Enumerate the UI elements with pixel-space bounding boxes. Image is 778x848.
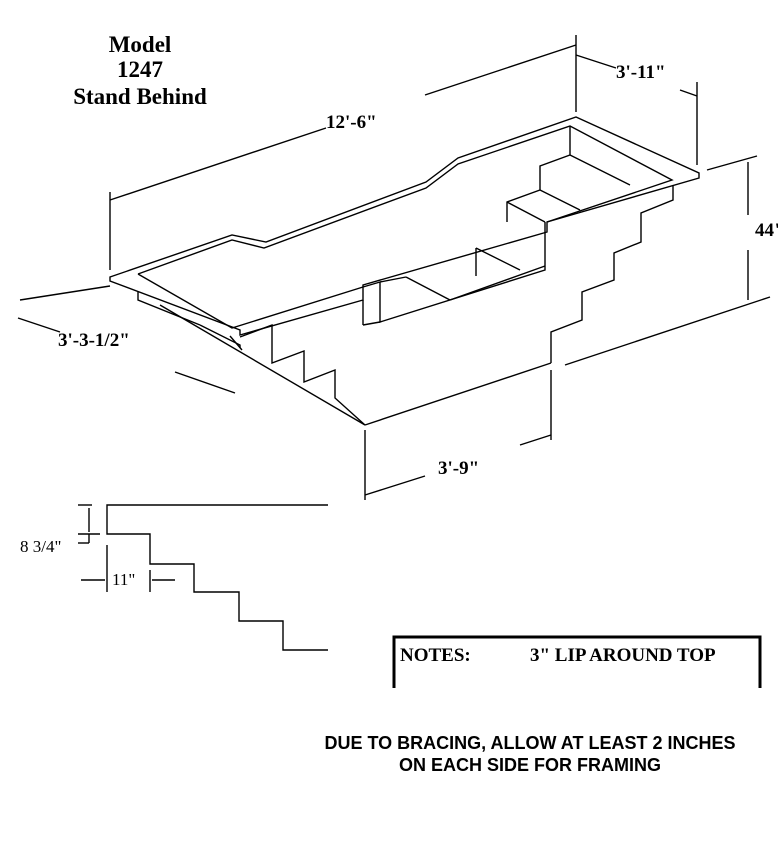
notes-text: 3" LIP AROUND TOP [530, 645, 716, 666]
model-number: 1247 [117, 57, 163, 82]
length-dimension: 12'-6" [326, 112, 377, 133]
bottom-width-dimension: 3'-9" [438, 458, 480, 479]
model-label: Model [108, 32, 172, 57]
body-left [137, 292, 201, 326]
step-rise-label: 8 3/4" [20, 537, 62, 556]
inner-step-2 [539, 154, 631, 190]
end-width-dimension: 3'-3-1/2" [58, 330, 130, 351]
notes-label: NOTES: [400, 645, 471, 666]
top-width-dimension: 3'-11" [616, 62, 666, 83]
lip-outer [109, 116, 700, 336]
warning-line-2: ON EACH SIDE FOR FRAMING [398, 755, 661, 775]
step-section [106, 504, 328, 651]
model-type: Stand Behind [73, 84, 207, 109]
well [362, 222, 546, 323]
inner-step-1 [506, 189, 581, 222]
depth-dimension: 44" [755, 220, 778, 241]
lip-inner-front [137, 273, 364, 329]
left-steps [239, 323, 366, 426]
lip-inner [137, 125, 674, 275]
warning-line-1: DUE TO BRACING, ALLOW AT LEAST 2 INCHES [324, 733, 736, 753]
step-tread-label: 11" [112, 570, 136, 589]
notes-box [392, 635, 762, 688]
bottom-edge [364, 362, 552, 426]
right-steps [550, 185, 674, 363]
